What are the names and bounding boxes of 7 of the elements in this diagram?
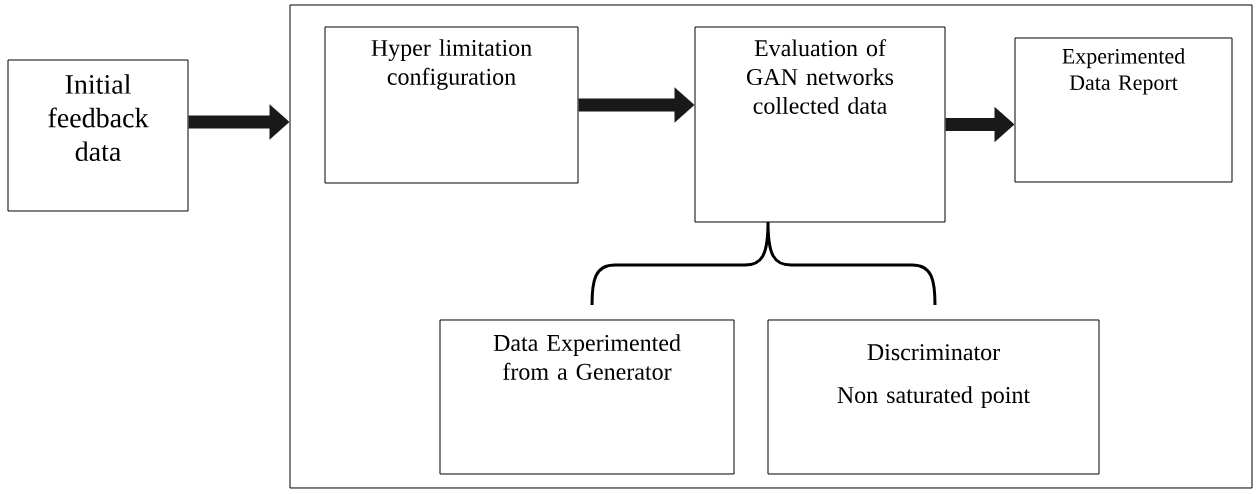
process-box: Hyper limitation configuration: [324, 26, 579, 184]
container-box: [289, 4, 1253, 489]
process-box: Initial feedback data: [7, 59, 189, 212]
process-box: Experimented Data Report: [1014, 37, 1233, 183]
process-box: Evaluation of GAN networks collected data: [694, 26, 946, 223]
process-box: Discriminator Non saturated point: [767, 319, 1100, 475]
process-box: Data Experimented from a Generator: [439, 319, 735, 475]
